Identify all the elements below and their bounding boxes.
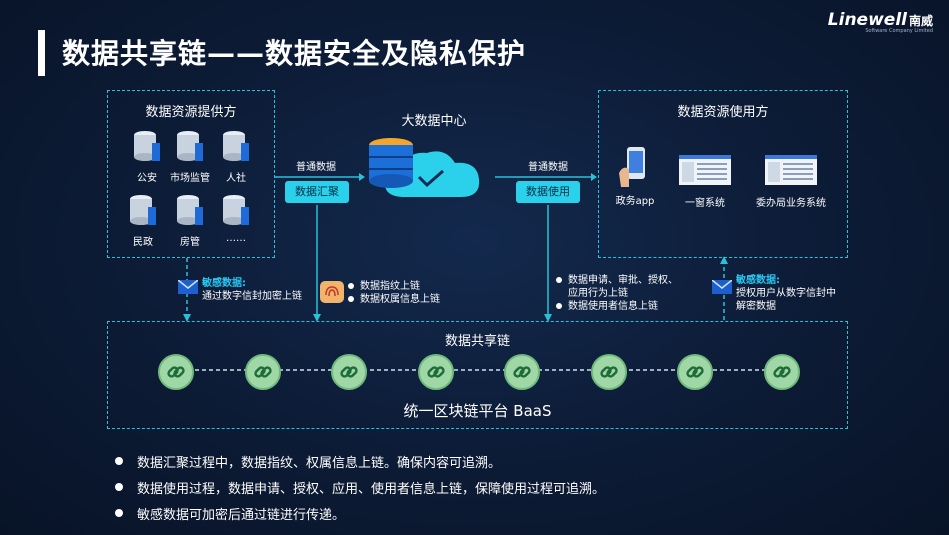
chain-link-icon [763, 354, 800, 390]
fingerprint-icon [320, 281, 344, 303]
data-aggregate-button[interactable]: 数据汇聚 [285, 181, 349, 203]
summary-list: 数据汇聚过程中，数据指纹、权属信息上链。确保内容可追溯。 数据使用过程，数据申请… [115, 448, 605, 526]
list-item: 数据使用过程，数据申请、授权、应用、使用者信息上链，保障使用过程可追溯。 [115, 474, 605, 500]
database-icon [223, 131, 249, 161]
user-item: 一窗系统 [675, 155, 735, 209]
chain-link-icon [677, 354, 713, 390]
chain-link-icon [417, 354, 454, 390]
chain-link-icon [244, 354, 281, 390]
provider-item: 民政 [118, 193, 168, 248]
chain-link-icon [158, 354, 194, 390]
usage-note: 数据申请、审批、授权、 应用行为上链 数据使用者信息上链 [556, 274, 678, 313]
provider-box: 数据资源提供方 公安 市场监管 人社 民政 房管 …… [107, 90, 275, 258]
chain-link-icon [590, 354, 627, 390]
title-accent-bar [38, 30, 45, 76]
database-icon [223, 195, 249, 225]
provider-item: 人社 [211, 129, 261, 184]
right-flow-label: 普通数据 [528, 162, 568, 173]
arrow-right-icon [275, 173, 365, 181]
window-icon [765, 155, 817, 185]
sensitive-right-note: 敏感数据: 授权用户从数字信封中 解密数据 [736, 275, 836, 312]
chain-links [174, 369, 783, 371]
fingerprint-note: 数据指纹上链 数据权属信息上链 [348, 280, 440, 306]
database-icon [134, 131, 160, 161]
list-item: 数据申请、审批、授权、 [556, 274, 678, 287]
list-item: 敏感数据可加密后通过链进行传递。 [115, 500, 605, 526]
provider-item: 市场监管 [165, 129, 215, 184]
center-title: 大数据中心 [401, 114, 467, 129]
page-title: 数据共享链——数据安全及隐私保护 [62, 37, 527, 70]
user-item: 委办局业务系统 [751, 155, 831, 209]
window-icon [679, 155, 731, 185]
logo-sub: Software Company Limited [865, 28, 933, 34]
list-item: 数据权属信息上链 [348, 293, 440, 306]
list-item: 数据汇聚过程中，数据指纹、权属信息上链。确保内容可追溯。 [115, 448, 605, 474]
provider-item: …… [211, 193, 261, 244]
chain-title: 数据共享链 [444, 334, 510, 349]
database-icon [177, 195, 203, 225]
user-item: 政务app [613, 145, 657, 207]
chain-link-icon [331, 354, 367, 390]
provider-title: 数据资源提供方 [145, 105, 237, 120]
user-box: 数据资源使用方 政务app 一窗系统 委办局业务系统 [598, 90, 848, 258]
chain-link-icon [504, 354, 540, 390]
chain-platform: 统一区块链平台 BaaS [403, 402, 552, 420]
envelope-icon [712, 280, 732, 294]
provider-item: 房管 [165, 193, 215, 248]
left-flow-label: 普通数据 [296, 162, 336, 173]
database-icon [130, 195, 156, 225]
list-item: 数据使用者信息上链 [556, 300, 678, 313]
sensitive-left-note: 敏感数据: 通过数字信封加密上链 [202, 278, 302, 302]
arrow-right-icon [495, 173, 597, 181]
envelope-icon [178, 280, 198, 294]
list-item: 数据指纹上链 [348, 280, 440, 293]
database-icon [177, 131, 203, 161]
chain-box: 数据共享链 统一区块链平台 BaaS [107, 321, 848, 429]
user-title: 数据资源使用方 [677, 105, 769, 120]
data-usage-button[interactable]: 数据使用 [516, 181, 580, 203]
provider-item: 公安 [122, 129, 172, 184]
cloud-database-icon [369, 138, 480, 197]
phone-icon [619, 147, 645, 187]
